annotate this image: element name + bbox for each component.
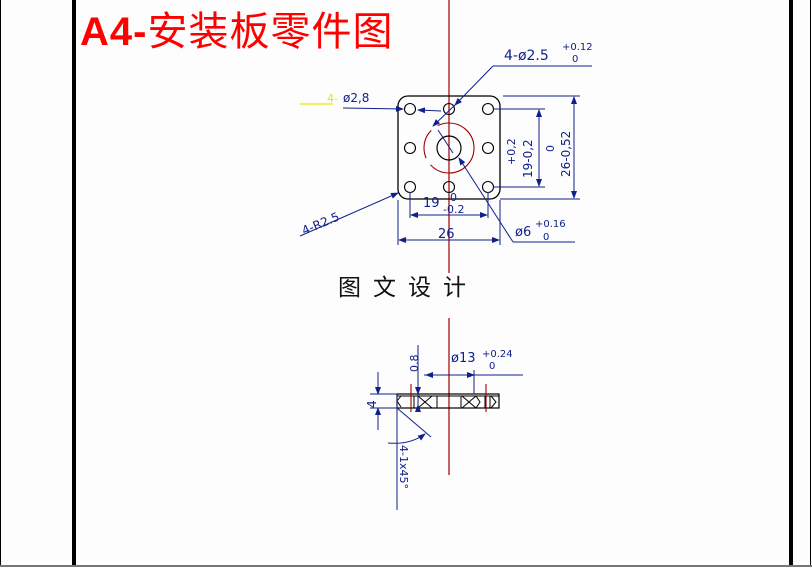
leader-hole-prefix: 4- [327,92,338,105]
thickness-inner-label: 0.8 [408,355,421,373]
bore-label: ø13 [451,351,476,366]
title-main: 安装板零件图 [147,9,394,55]
hole-spacing-h-tol-lower: -0.2 [443,203,464,216]
center-hole-label: ø6 [515,225,531,240]
leader-hole-label: ø2,8 [343,91,369,105]
sheet-border-left [72,0,76,567]
drawing-title: A4-安装板零件图 [80,6,393,58]
hole-spec-label: 4-ø2.5 [504,48,549,64]
bore-tol-lower: 0 [489,361,495,372]
hole-spacing-h-label: 19 [423,196,440,211]
title-prefix: A4- [80,10,148,54]
plate-outline [397,95,501,200]
hole-spacing-v-label: 19-0,2 [521,139,535,178]
bore-tol-upper: +0.24 [482,349,513,360]
hole-spec-tol-upper: +0.12 [562,42,593,53]
hole-spacing-v-tol: +0,2 [505,138,518,165]
sheet-border-bottom [0,565,812,567]
mounting-holes [403,102,495,194]
hole-spec-tol-lower: 0 [572,54,578,65]
hole-spacing-h-tol-upper: 0 [450,191,457,204]
width-dim-label: 26 [438,227,455,242]
top-view: 4-ø2.5 +0.12 0 4- ø2,8 4-R2.5 19 0 -0.2 … [300,42,593,245]
thickness-label: 4 [365,400,379,408]
height-tol-label: 0 [544,145,557,152]
center-hole-tol-lower: 0 [543,232,549,243]
watermark-text: 图文设计 [338,275,478,301]
center-hole [436,135,462,161]
sheet-border-right-outer [810,0,811,567]
sheet-border-right [789,0,793,567]
section-view: 0.8 ø13 +0.24 0 4 4-1x45° [365,345,523,510]
pitch-circle [423,122,475,174]
height-dim-label: 26-0,52 [559,131,573,177]
sheet-border-left-outer [0,0,1,567]
center-hole-tol-upper: +0.16 [535,219,566,230]
corner-radius-label: 4-R2.5 [300,209,342,237]
chamfer-label: 4-1x45° [397,445,410,489]
